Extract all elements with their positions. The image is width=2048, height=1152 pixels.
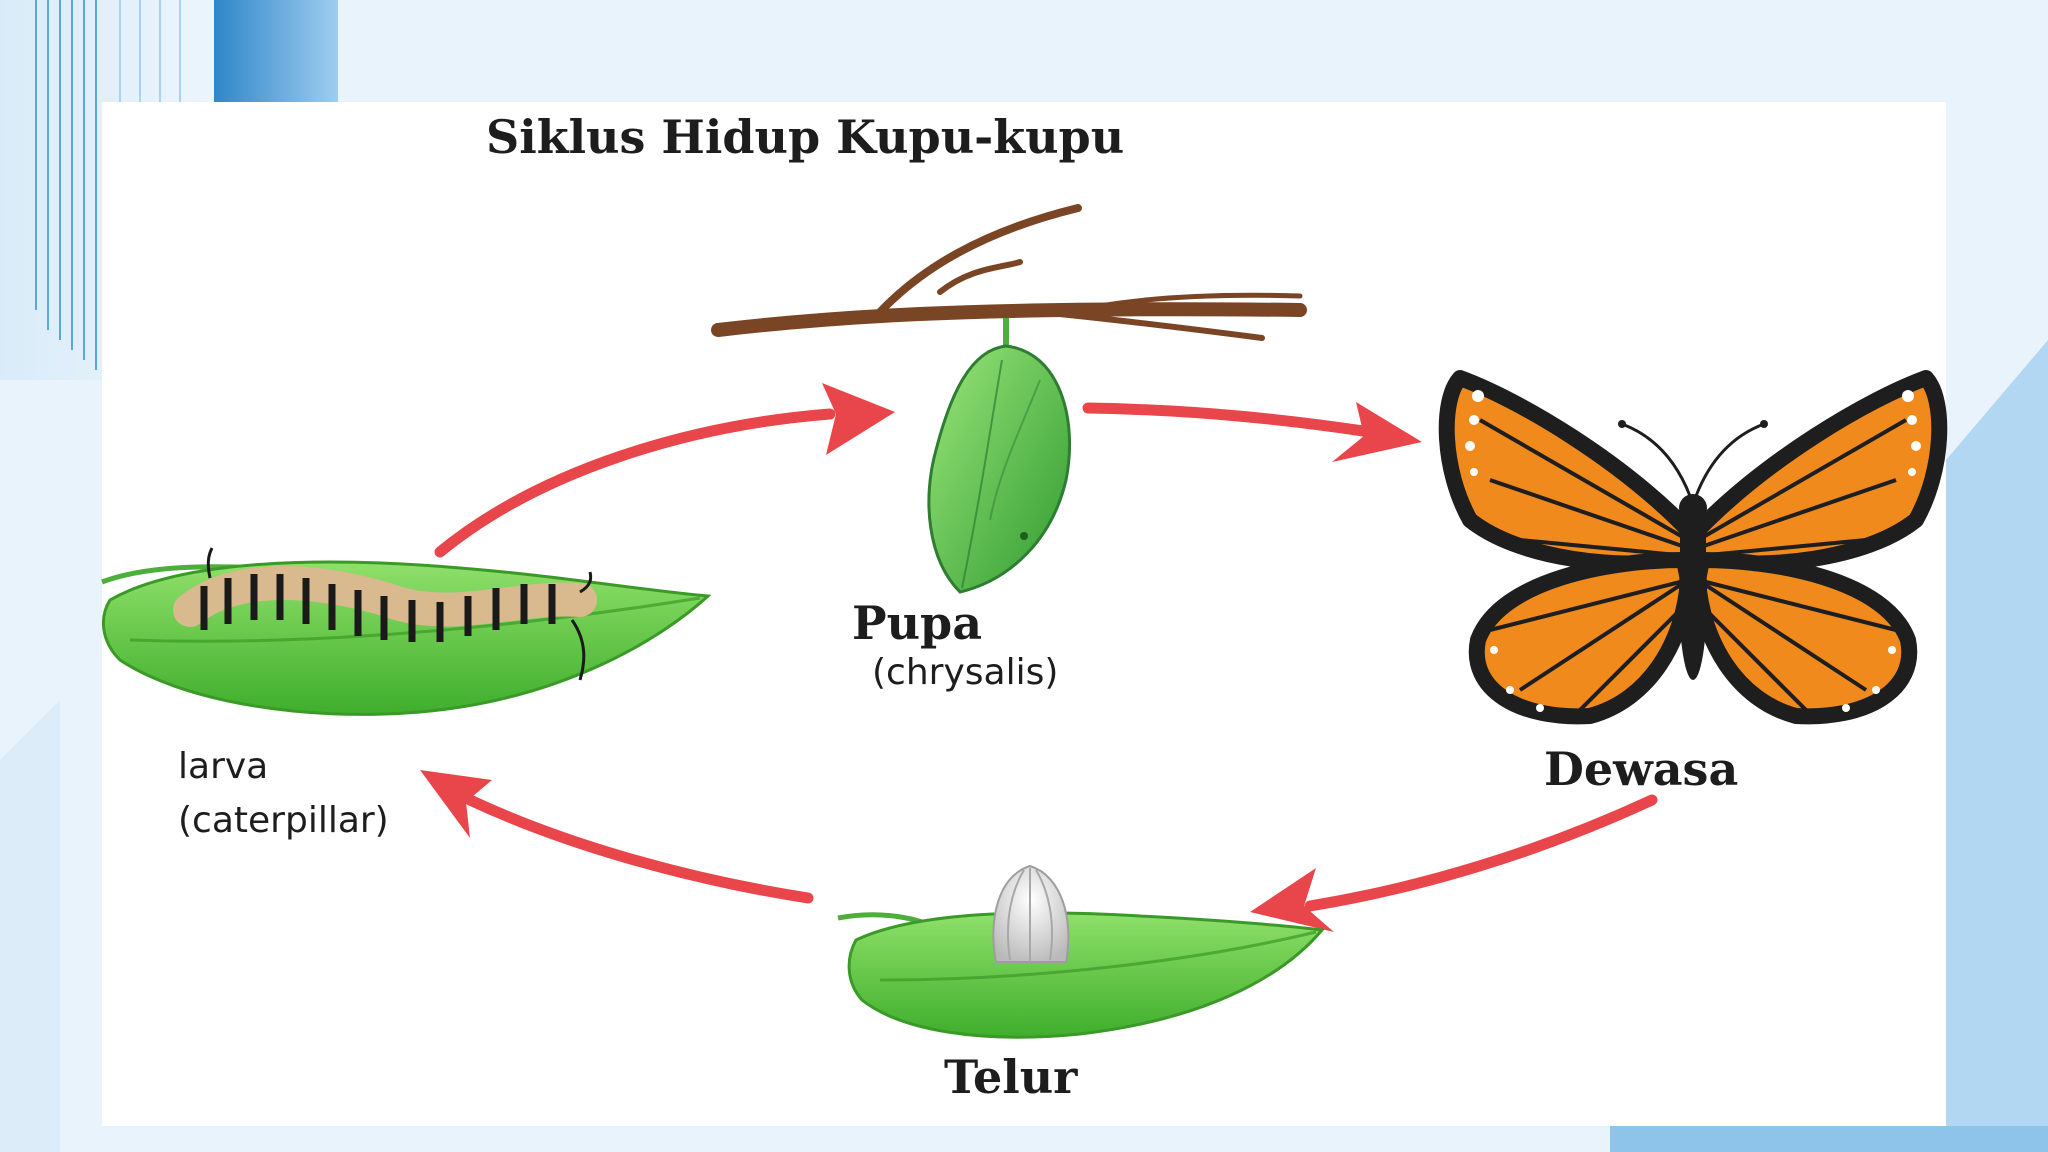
bottom-right-accent (1610, 1126, 2048, 1152)
butterfly-illustration (1438, 370, 1948, 725)
arrow-adult-to-egg (1250, 794, 1658, 932)
arrow-pupa-to-adult (1082, 402, 1422, 462)
arrow-larva-to-pupa (434, 383, 895, 558)
corner-accent-block (214, 0, 338, 102)
stage-sublabel-larva: (caterpillar) (178, 800, 389, 841)
egg-leaf-illustration (837, 911, 1325, 1039)
egg-illustration (992, 864, 1070, 963)
left-bottom-accent (0, 700, 60, 1152)
arrow-egg-to-larva (420, 770, 814, 904)
chrysalis-illustration (927, 318, 1072, 594)
right-diagonal-accent (1946, 340, 2048, 1152)
caterpillar-illustration (173, 547, 597, 681)
stage-label-adult: Dewasa (1544, 742, 1739, 796)
branch (711, 204, 1307, 341)
vertical-stripes-decoration (35, 0, 97, 370)
larva-leaf-illustration (101, 560, 712, 716)
stage-label-larva: larva (178, 746, 269, 787)
stage-label-egg: Telur (944, 1050, 1078, 1104)
stage-sublabel-pupa: (chrysalis) (872, 652, 1059, 693)
vertical-stripes-decoration-light (119, 0, 181, 102)
stage-label-pupa: Pupa (852, 596, 983, 650)
diagram-title: Siklus Hidup Kupu-kupu (486, 110, 1125, 164)
